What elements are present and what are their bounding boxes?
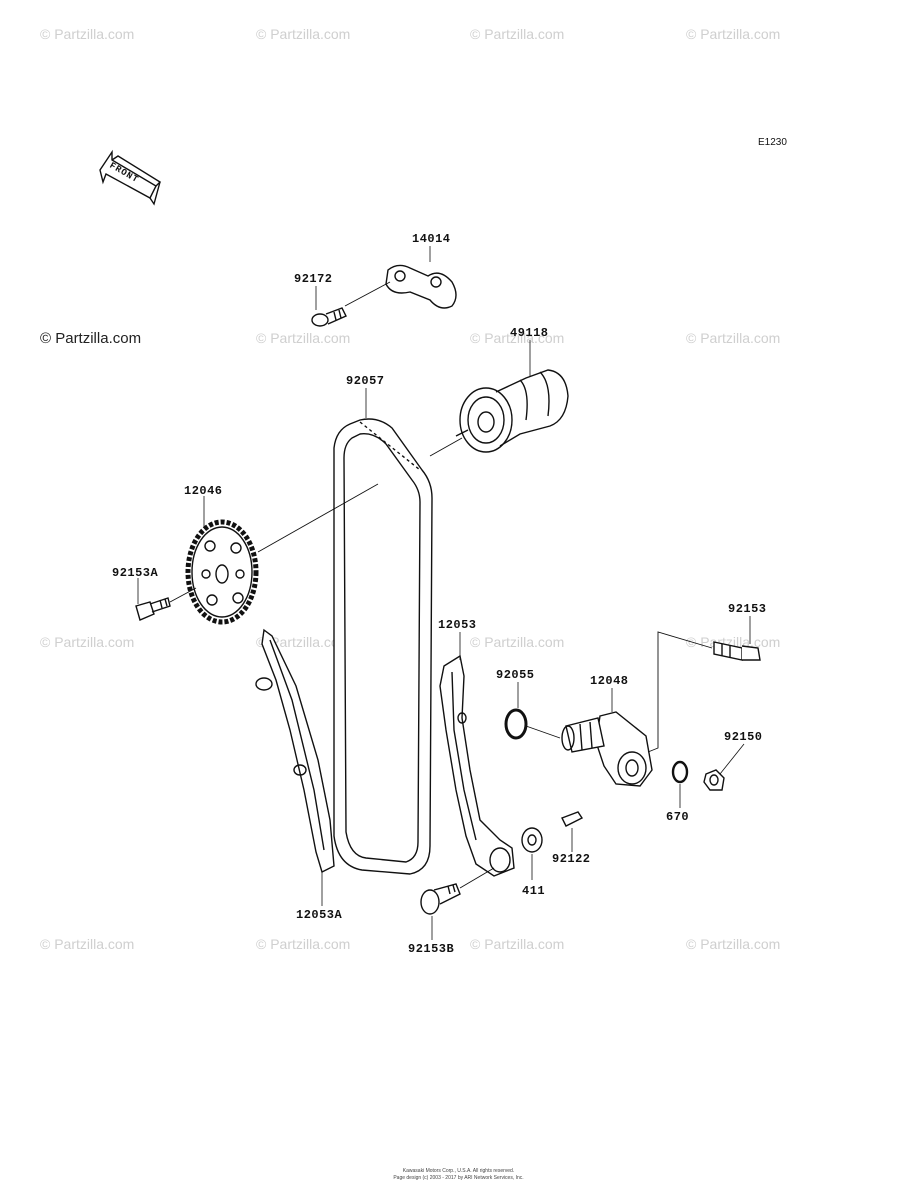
watermark: © Partzilla.com	[40, 634, 135, 650]
cam-sprocket	[185, 519, 259, 625]
chain-guide-right	[439, 654, 515, 877]
o-ring-92055	[504, 708, 528, 740]
bolt-92153a	[135, 597, 171, 621]
chain-guide-left	[255, 628, 335, 873]
part-label-92150[interactable]: 92150	[724, 730, 763, 744]
part-label-49118[interactable]: 49118	[510, 326, 549, 340]
part-label-12048[interactable]: 12048	[590, 674, 629, 688]
part-label-92153b[interactable]: 92153B	[408, 942, 455, 956]
chain-tensioner	[561, 711, 653, 787]
watermark: © Partzilla.com	[470, 26, 565, 42]
o-ring-670	[671, 760, 689, 784]
watermark: © Partzilla.com	[686, 330, 781, 346]
watermark: © Partzilla.com	[256, 330, 351, 346]
diagram-code: E1230	[758, 137, 787, 148]
front-arrow-icon	[99, 149, 162, 206]
camshaft	[455, 369, 569, 453]
bolt-92153	[713, 641, 761, 661]
part-label-92153a[interactable]: 92153A	[112, 566, 159, 580]
watermark: © Partzilla.com	[470, 936, 565, 952]
screw-92172	[311, 307, 347, 327]
watermark: © Partzilla.com	[40, 330, 142, 347]
watermark: © Partzilla.com	[686, 26, 781, 42]
cam-bracket	[385, 264, 457, 309]
watermark: © Partzilla.com	[40, 26, 135, 42]
footer-line-1: Kawasaki Motors Corp., U.S.A. All rights…	[402, 1168, 515, 1174]
part-label-12053[interactable]: 12053	[438, 618, 477, 632]
part-label-411[interactable]: 411	[522, 884, 546, 898]
plug-92150	[703, 769, 725, 791]
part-label-670[interactable]: 670	[666, 810, 690, 824]
bolt-92153b	[420, 883, 461, 915]
watermark: © Partzilla.com	[470, 634, 565, 650]
timing-chain	[333, 418, 433, 875]
part-label-92172[interactable]: 92172	[294, 272, 333, 286]
copyright-footer: Kawasaki Motors Corp., U.S.A. All rights…	[0, 1168, 917, 1182]
watermark: © Partzilla.com	[256, 26, 351, 42]
part-label-92055[interactable]: 92055	[496, 668, 535, 682]
part-label-92122[interactable]: 92122	[552, 852, 591, 866]
part-label-14014[interactable]: 14014	[412, 232, 451, 246]
watermark: © Partzilla.com	[256, 634, 351, 650]
part-label-92057[interactable]: 92057	[346, 374, 385, 388]
watermark: © Partzilla.com	[686, 936, 781, 952]
footer-line-2: Page design (c) 2003 - 2017 by ARI Netwo…	[393, 1175, 524, 1181]
watermark: © Partzilla.com	[40, 936, 135, 952]
part-label-12046[interactable]: 12046	[184, 484, 223, 498]
pin-92122	[561, 811, 584, 827]
watermark: © Partzilla.com	[470, 330, 565, 346]
watermark: © Partzilla.com	[256, 936, 351, 952]
washer-411	[521, 827, 543, 853]
watermark: © Partzilla.com	[686, 634, 781, 650]
part-label-92153[interactable]: 92153	[728, 602, 767, 616]
part-label-12053a[interactable]: 12053A	[296, 908, 343, 922]
